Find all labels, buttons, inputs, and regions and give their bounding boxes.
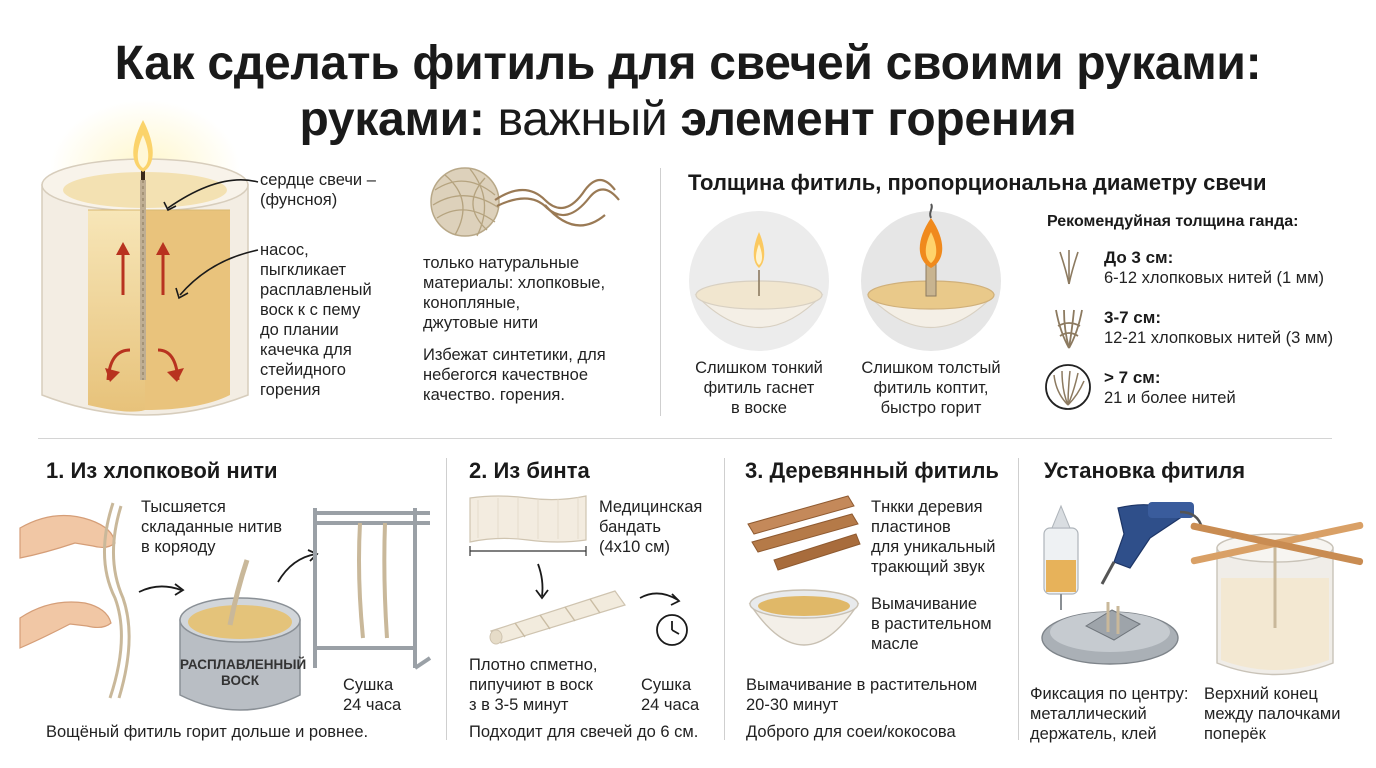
rec-item-3: > 7 см: 21 и более нитей [1104, 368, 1236, 407]
melted-wax-pot-illustration [179, 559, 301, 711]
thick-wick-text: Слишком толстый фитиль коптит, быстро го… [861, 359, 1001, 417]
title-line-2-light: важный [497, 93, 668, 146]
materials-text: только натуральные материалы: хлопковые,… [423, 254, 606, 332]
medical-bandage-text: Медицинская бандать (4х10 см) [599, 498, 703, 556]
rec-item-1: До 3 см: 6-12 хлопковых нитей (1 мм) [1104, 248, 1324, 287]
hands-twisting-thread-illustration [19, 502, 131, 699]
page-title: Как сделать фитиль для свечей своими рук… [0, 38, 1376, 90]
page-subtitle: руками: важный элемент горения [0, 94, 1376, 146]
divider-2 [724, 458, 725, 740]
glue-and-holder-illustration [1041, 502, 1204, 665]
wood-footer: Доброго для соеи/кокосова [746, 723, 956, 741]
recommend-title: Рекомендуйная толщина ганда: [1047, 213, 1299, 230]
fix-center-text: Фиксация по центру: металлический держат… [1030, 685, 1189, 743]
soak-time-text: Вымачивание в растительном 20-30 минут [746, 676, 978, 714]
candle-jar-sticks-illustration [1190, 521, 1364, 676]
arrow-to-pot [138, 583, 185, 596]
title-line-2-bold: руками: [299, 93, 485, 146]
wood-plates-text: Тнкки деревия пластинов для уникальный т… [871, 498, 996, 576]
medium-thread-icon [1055, 309, 1083, 349]
divider-3 [1018, 458, 1019, 740]
cotton-footer: Вощёный фитиль горит дольше и ровнее. [46, 723, 369, 741]
candle-heart-label: сердце свечи – (фунсноя) [260, 171, 376, 209]
title-line-1: Как сделать фитиль для свечей своими рук… [114, 37, 1262, 90]
install-title: Установка фитиля [1044, 458, 1246, 483]
avoid-synthetics-text: Избежат синтетики, для небегогся качеств… [423, 346, 606, 404]
thin-thread-icon [1059, 250, 1079, 285]
soak-text: Вымачивание в растительном масле [871, 595, 992, 653]
pot-label: РАСПЛАВЛЕННЫЙ ВОСК [180, 657, 307, 688]
candle-pump-label: насос, пыгкликает расплавленый воск к с … [260, 241, 372, 399]
thin-wick-candle-illustration [689, 211, 829, 351]
rec-item-2: 3-7 см: 12-21 хлопковых нитей (3 мм) [1104, 308, 1334, 347]
bandage-footer: Подходит для свечей до 6 см. [469, 723, 699, 741]
cotton-dry-text: Сушка 24 часа [343, 676, 402, 714]
thick-thread-icon [1045, 364, 1091, 410]
wood-plates-illustration [747, 495, 861, 571]
divider-1 [446, 458, 447, 740]
roll-bandage-text: Плотно спметно, пипучиют в воск з в 3-5 … [469, 656, 598, 714]
rolled-bandage-illustration [489, 590, 626, 645]
title-line-2-end: элемент горения [680, 93, 1077, 146]
bandage-strip-illustration [469, 495, 587, 556]
drying-rack-illustration [313, 508, 432, 670]
thin-wick-text: Слишком тонкий фитиль гаснет в воске [695, 359, 823, 417]
arrow-down [535, 563, 549, 600]
candle-cutaway-illustration [41, 100, 259, 416]
top-divider [660, 168, 661, 416]
cotton-title: 1. Из хлопковой нити [46, 458, 278, 483]
section-divider [38, 438, 1332, 439]
twine-ball-illustration [430, 167, 620, 237]
bandage-title: 2. Из бинта [469, 458, 590, 483]
oil-bowl-illustration [748, 589, 860, 646]
clock-icon [639, 592, 688, 646]
twist-text: Тысшяется складанные нитив в коряоду [141, 498, 282, 556]
thickness-title: Толщина фитиль, пропорциональна диаметру… [688, 170, 1267, 195]
bandage-dry-text: Сушка 24 часа [641, 676, 700, 714]
wood-title: 3. Деревянный фитиль [745, 458, 999, 483]
thick-wick-candle-illustration [861, 203, 1001, 351]
top-end-text: Верхний конец между палочками поперёк [1204, 685, 1341, 743]
